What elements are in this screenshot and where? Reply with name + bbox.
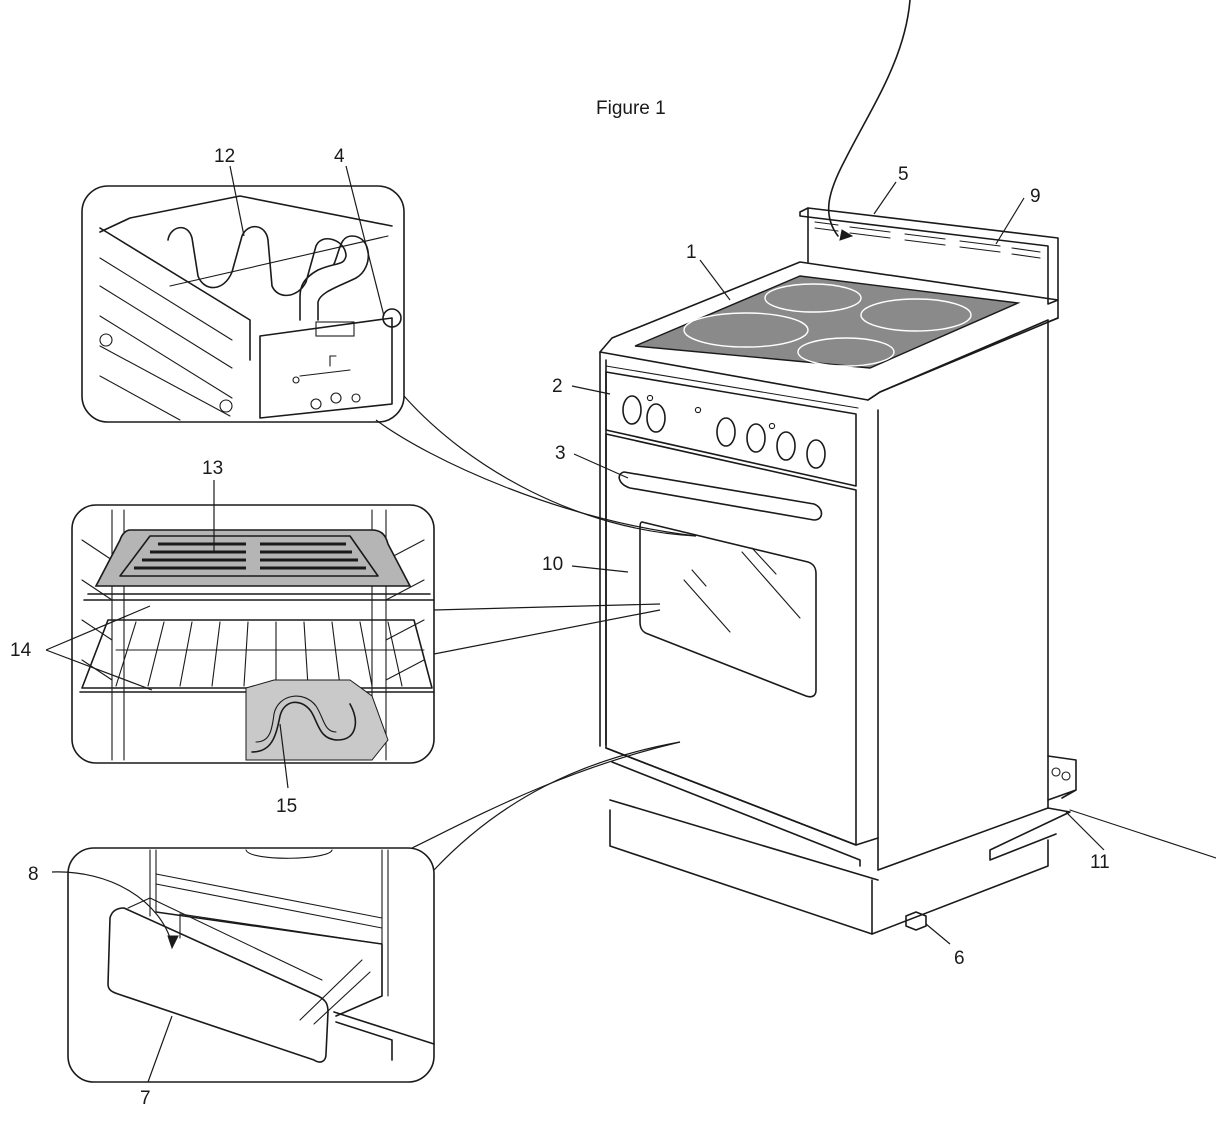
inset-oven-racks xyxy=(71,504,435,764)
drawer-front xyxy=(107,907,329,1063)
door-handle xyxy=(618,471,823,521)
callout-2: 2 xyxy=(552,376,563,397)
toe-kick xyxy=(609,809,1049,935)
callout-10: 10 xyxy=(542,554,563,575)
element-rear-left xyxy=(764,283,862,313)
power-cord xyxy=(827,0,911,237)
callout-7: 7 xyxy=(140,1088,151,1109)
cord-arrow xyxy=(839,229,854,241)
leveling-leg xyxy=(905,911,927,931)
callout-15: 15 xyxy=(276,796,297,817)
control-panel xyxy=(605,371,857,487)
callout-1: 1 xyxy=(686,242,697,263)
element-front-right xyxy=(797,337,895,367)
upper-rack xyxy=(83,593,435,601)
callout-12: 12 xyxy=(214,146,235,167)
callout-9: 9 xyxy=(1030,186,1041,207)
callout-8: 8 xyxy=(28,864,39,885)
callout-4: 4 xyxy=(334,146,345,167)
anti-tip-bracket xyxy=(989,755,1077,861)
inset-storage-drawer xyxy=(67,847,435,1083)
oven-door xyxy=(605,433,857,846)
callout-5: 5 xyxy=(898,164,909,185)
broil-element-coil xyxy=(167,225,347,321)
inset-broil-element xyxy=(81,185,405,423)
callout-3: 3 xyxy=(555,443,566,464)
side-panel xyxy=(867,319,1049,871)
element-rear-right xyxy=(860,298,972,332)
figure-title: Figure 1 xyxy=(596,98,666,119)
control-knobs xyxy=(622,394,826,469)
range-body xyxy=(599,207,1216,935)
callout-6: 6 xyxy=(954,948,965,969)
oven-window xyxy=(639,521,817,698)
callout-13: 13 xyxy=(202,458,223,479)
oven-light-bulb xyxy=(382,308,402,328)
callout-14: 14 xyxy=(10,640,32,661)
storage-drawer-front xyxy=(605,747,879,846)
callout-11: 11 xyxy=(1090,852,1110,873)
element-front-left xyxy=(683,312,809,348)
broiler-pan xyxy=(94,529,412,587)
bake-element-coil xyxy=(251,701,357,753)
